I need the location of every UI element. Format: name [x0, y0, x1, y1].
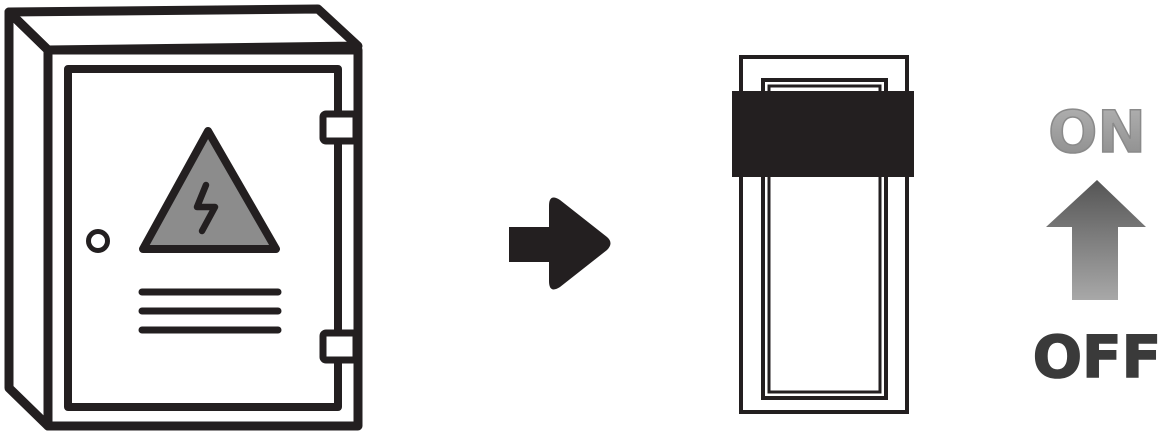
on-off-indicator: ON OFF	[1033, 98, 1162, 391]
lower-hinge	[323, 333, 356, 360]
hazard-triangle	[143, 131, 276, 249]
off-label: OFF	[1033, 323, 1162, 391]
high-voltage-warning-icon	[143, 131, 276, 249]
cabinet-side-face	[9, 12, 48, 426]
arrow-right-icon	[509, 198, 611, 290]
arrow-up-icon	[1046, 180, 1146, 300]
switch-top-bar	[732, 91, 914, 177]
upper-hinge	[323, 114, 356, 141]
on-label: ON	[1048, 98, 1146, 166]
cabinet-top-face	[9, 9, 358, 50]
door-lock	[89, 232, 108, 251]
rocker-switch-icon	[732, 57, 914, 412]
